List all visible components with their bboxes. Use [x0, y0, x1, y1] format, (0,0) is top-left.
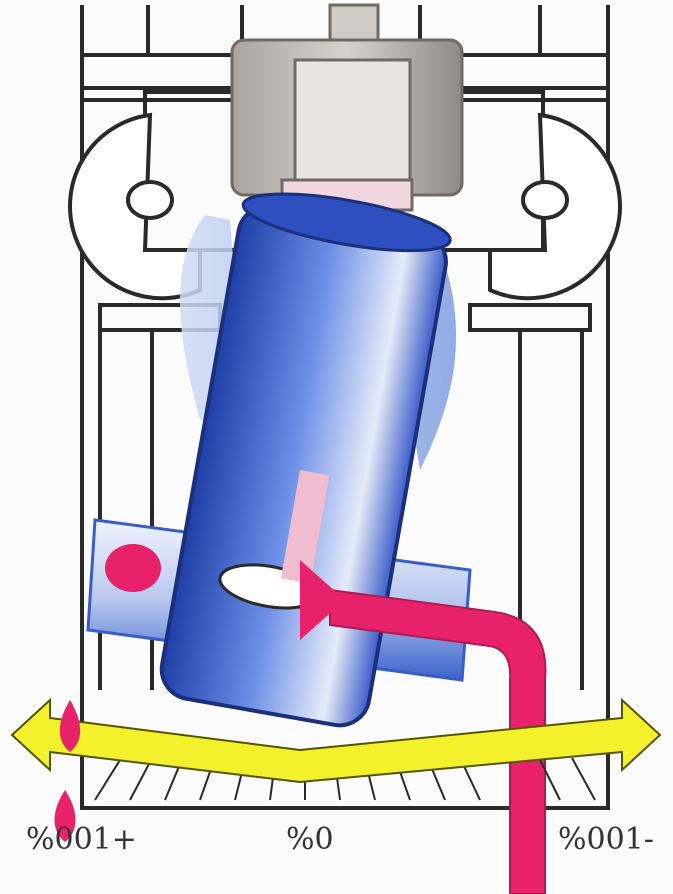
- scale-label-left: %001+: [26, 825, 137, 855]
- right-wheel: [490, 115, 620, 298]
- valve-housing: [232, 5, 462, 210]
- left-wheel: [70, 115, 200, 298]
- scale-label-right: %001-: [558, 825, 654, 855]
- scale-label-center: %0: [286, 825, 334, 855]
